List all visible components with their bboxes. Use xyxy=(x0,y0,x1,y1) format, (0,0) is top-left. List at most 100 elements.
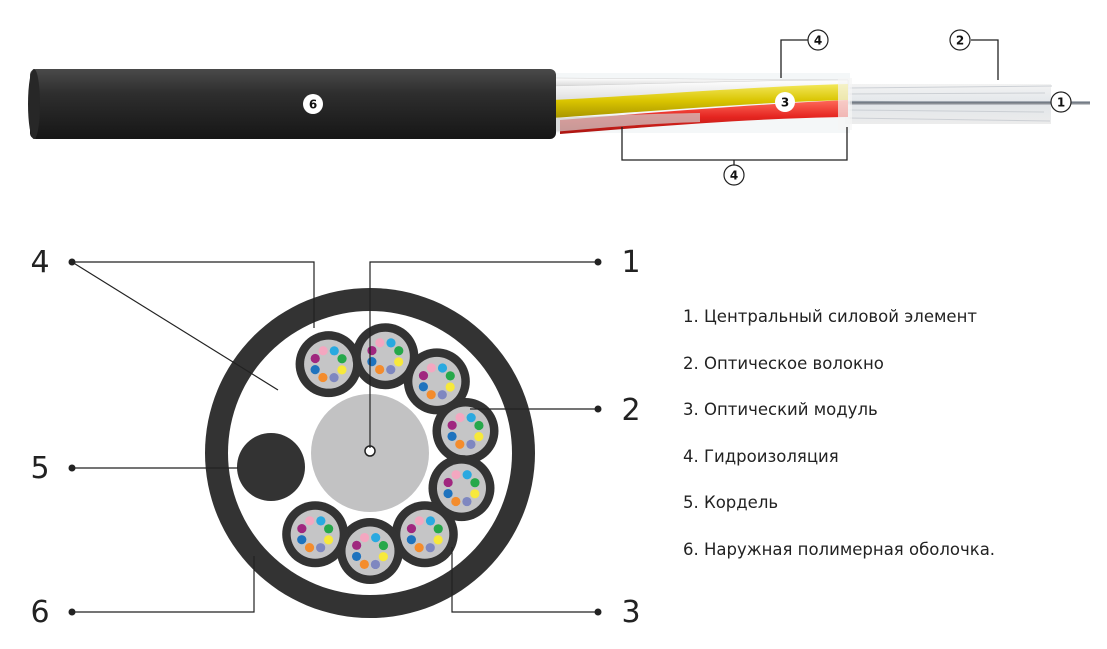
optical-fiber xyxy=(455,439,465,449)
leader-lines xyxy=(71,261,598,613)
optical-fiber xyxy=(462,470,472,480)
svg-text:4: 4 xyxy=(814,34,822,48)
optical-fiber xyxy=(337,354,347,364)
badge-3: 3 xyxy=(775,92,795,112)
callout-5: 5 xyxy=(30,451,49,486)
optical-fiber xyxy=(324,524,334,534)
optical-module-tube xyxy=(391,501,458,568)
optical-fiber xyxy=(466,413,476,423)
optical-fiber xyxy=(474,432,484,442)
badge-4: 4 xyxy=(723,164,745,186)
optical-fiber xyxy=(394,346,404,356)
optical-fiber xyxy=(437,363,448,373)
optical-fiber xyxy=(414,542,424,553)
top-leader-lines xyxy=(621,39,999,165)
optical-fiber xyxy=(386,365,396,375)
optical-fiber xyxy=(433,535,443,545)
cable-cross-section xyxy=(205,288,535,618)
optical-fiber xyxy=(305,516,315,526)
optical-fiber xyxy=(375,338,385,348)
optical-fiber xyxy=(443,477,453,488)
optical-fiber xyxy=(451,470,461,480)
optical-module-tube xyxy=(432,397,499,464)
badge-2: 2 xyxy=(949,29,971,51)
legend-item-4: 4. Гидроизоляция xyxy=(683,446,839,466)
optical-fiber xyxy=(418,382,428,392)
callout-6: 6 xyxy=(30,595,49,630)
svg-text:4: 4 xyxy=(730,169,738,183)
optical-fiber xyxy=(316,516,326,526)
optical-fiber xyxy=(451,496,461,507)
optical-fiber xyxy=(359,532,370,543)
svg-text:3: 3 xyxy=(781,96,789,110)
optical-fiber xyxy=(426,363,436,373)
leader-3 xyxy=(451,547,598,613)
optical-fiber xyxy=(443,488,453,499)
optical-fiber xyxy=(425,543,435,553)
optical-fiber xyxy=(426,390,436,400)
optical-fiber xyxy=(447,431,457,441)
bare-fibers xyxy=(845,84,1090,124)
optical-fiber xyxy=(433,524,443,534)
leader-4b xyxy=(72,261,315,328)
optical-fiber xyxy=(447,420,457,430)
optical-fiber xyxy=(470,489,480,499)
optical-module-tube xyxy=(352,323,419,390)
legend-item-6: 6. Наружная полимерная оболочка. xyxy=(683,539,996,559)
badge-6: 6 xyxy=(303,94,323,114)
optical-fiber xyxy=(466,439,476,449)
optical-fiber xyxy=(337,365,347,375)
optical-fiber xyxy=(370,559,381,570)
optical-module-tube xyxy=(403,348,470,415)
optical-fiber xyxy=(378,552,388,562)
optical-fiber xyxy=(310,353,320,364)
callout-1: 1 xyxy=(621,245,640,280)
optical-fiber xyxy=(352,540,362,550)
optical-fiber xyxy=(418,371,429,381)
optical-fiber xyxy=(378,540,389,551)
legend-item-3: 3. Оптический модуль xyxy=(683,400,878,419)
optical-fiber xyxy=(414,516,424,526)
cross-section-numbers: 4 1 2 5 6 3 xyxy=(30,245,640,630)
optical-fiber xyxy=(371,533,381,543)
optical-module-tube xyxy=(337,518,403,584)
cable-side-view xyxy=(28,39,1090,165)
optical-fiber xyxy=(474,420,484,431)
leader-1 xyxy=(369,261,598,448)
badge-5: 4 xyxy=(807,29,829,51)
optical-fiber xyxy=(304,542,315,553)
optical-fiber xyxy=(297,523,307,534)
optical-fiber xyxy=(425,516,436,526)
leader-endpoints xyxy=(68,258,602,616)
svg-text:6: 6 xyxy=(309,98,317,112)
optical-modules xyxy=(551,77,852,134)
side-view-numbers: 6 3 4 2 1 4 xyxy=(303,29,1072,186)
callout-4: 4 xyxy=(30,245,49,280)
leader-6 xyxy=(72,556,255,613)
optical-fiber xyxy=(470,478,480,488)
badge-1: 1 xyxy=(1050,91,1072,113)
optical-fiber xyxy=(367,345,377,356)
optical-fiber xyxy=(386,338,396,348)
optical-fiber xyxy=(310,365,320,375)
optical-fiber xyxy=(445,371,455,381)
optical-module-tube xyxy=(428,455,495,522)
optical-fiber xyxy=(394,357,404,367)
legend-item-2: 2. Оптическое волокно xyxy=(683,353,884,373)
optical-fiber xyxy=(367,357,377,367)
optical-fiber xyxy=(323,535,334,545)
optical-module-tube xyxy=(295,331,362,398)
optical-fiber xyxy=(359,559,369,569)
svg-text:1: 1 xyxy=(1057,96,1065,110)
optical-fiber xyxy=(437,390,447,400)
optical-fiber xyxy=(462,496,472,507)
optical-fiber xyxy=(329,346,339,356)
outer-sheath-side xyxy=(28,69,556,139)
svg-text:2: 2 xyxy=(956,34,964,48)
leader-4a xyxy=(71,261,279,391)
legend: 1. Центральный силовой элемент 2. Оптиче… xyxy=(683,305,1093,584)
legend-item-5: 5. Кордель xyxy=(683,493,779,512)
optical-module-tube xyxy=(282,501,349,568)
optical-fiber xyxy=(406,523,417,534)
